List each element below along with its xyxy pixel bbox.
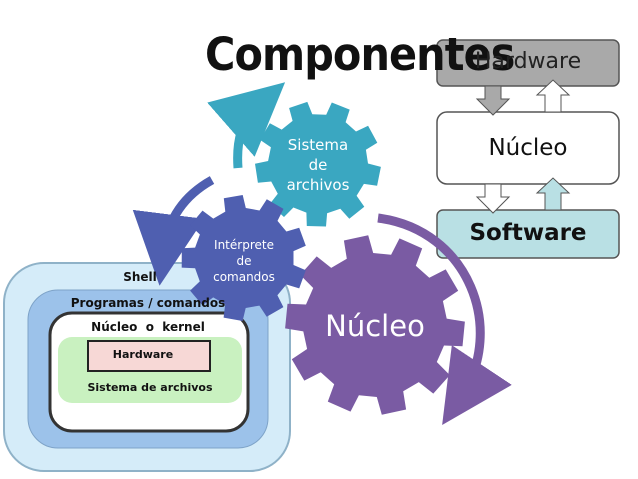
page-title: Componentes	[205, 28, 515, 81]
arrow-down-hw-kernel	[475, 85, 511, 116]
gear-fs-line-3: archivos	[286, 176, 350, 194]
gear-kernel-label: Núcleo	[325, 309, 425, 343]
stack-label-kernel: Núcleo	[488, 135, 568, 161]
gear-fs-line-1: Sistema	[287, 136, 349, 154]
stack-box-software	[436, 209, 620, 259]
layer-label-programs: Programas / comandos	[70, 296, 226, 310]
arrow-up-sw-kernel	[535, 177, 571, 211]
gear-fs-line-2: de	[308, 156, 328, 174]
gear-shell-line-3: comandos	[213, 270, 275, 284]
arrow-purple-curve	[377, 213, 512, 426]
arrow-blue-curve	[132, 176, 215, 286]
stack-label-hardware: Hardware	[474, 49, 582, 74]
stack-diagram	[436, 39, 620, 259]
stack-box-hardware	[436, 39, 620, 87]
layer-label-hardware: Hardware	[112, 348, 174, 361]
gear-fs-label: Sistema de archivos	[272, 135, 364, 195]
layer-hardware	[87, 340, 211, 372]
stack-label-software: Software	[469, 220, 587, 246]
gear-fs-icon	[255, 101, 381, 227]
layer-label-fs: Sistema de archivos	[87, 381, 213, 394]
gear-shell-line-1: Intérprete	[214, 238, 274, 252]
gear-shell-label: Intérprete de comandos	[198, 237, 290, 285]
layer-label-kernel: Núcleo o kernel	[91, 320, 205, 334]
gear-shell-icon	[181, 195, 306, 321]
gear-shell-line-2: de	[236, 254, 252, 268]
layers-diagram	[3, 262, 291, 472]
arrow-teal-curve	[207, 82, 286, 169]
layer-label-shell: Shell	[123, 270, 157, 284]
stack-box-kernel	[436, 111, 620, 185]
gear-kernel-icon	[285, 235, 465, 415]
arrow-up-kernel-hw	[535, 79, 571, 113]
arrow-down-kernel-sw	[475, 183, 511, 214]
